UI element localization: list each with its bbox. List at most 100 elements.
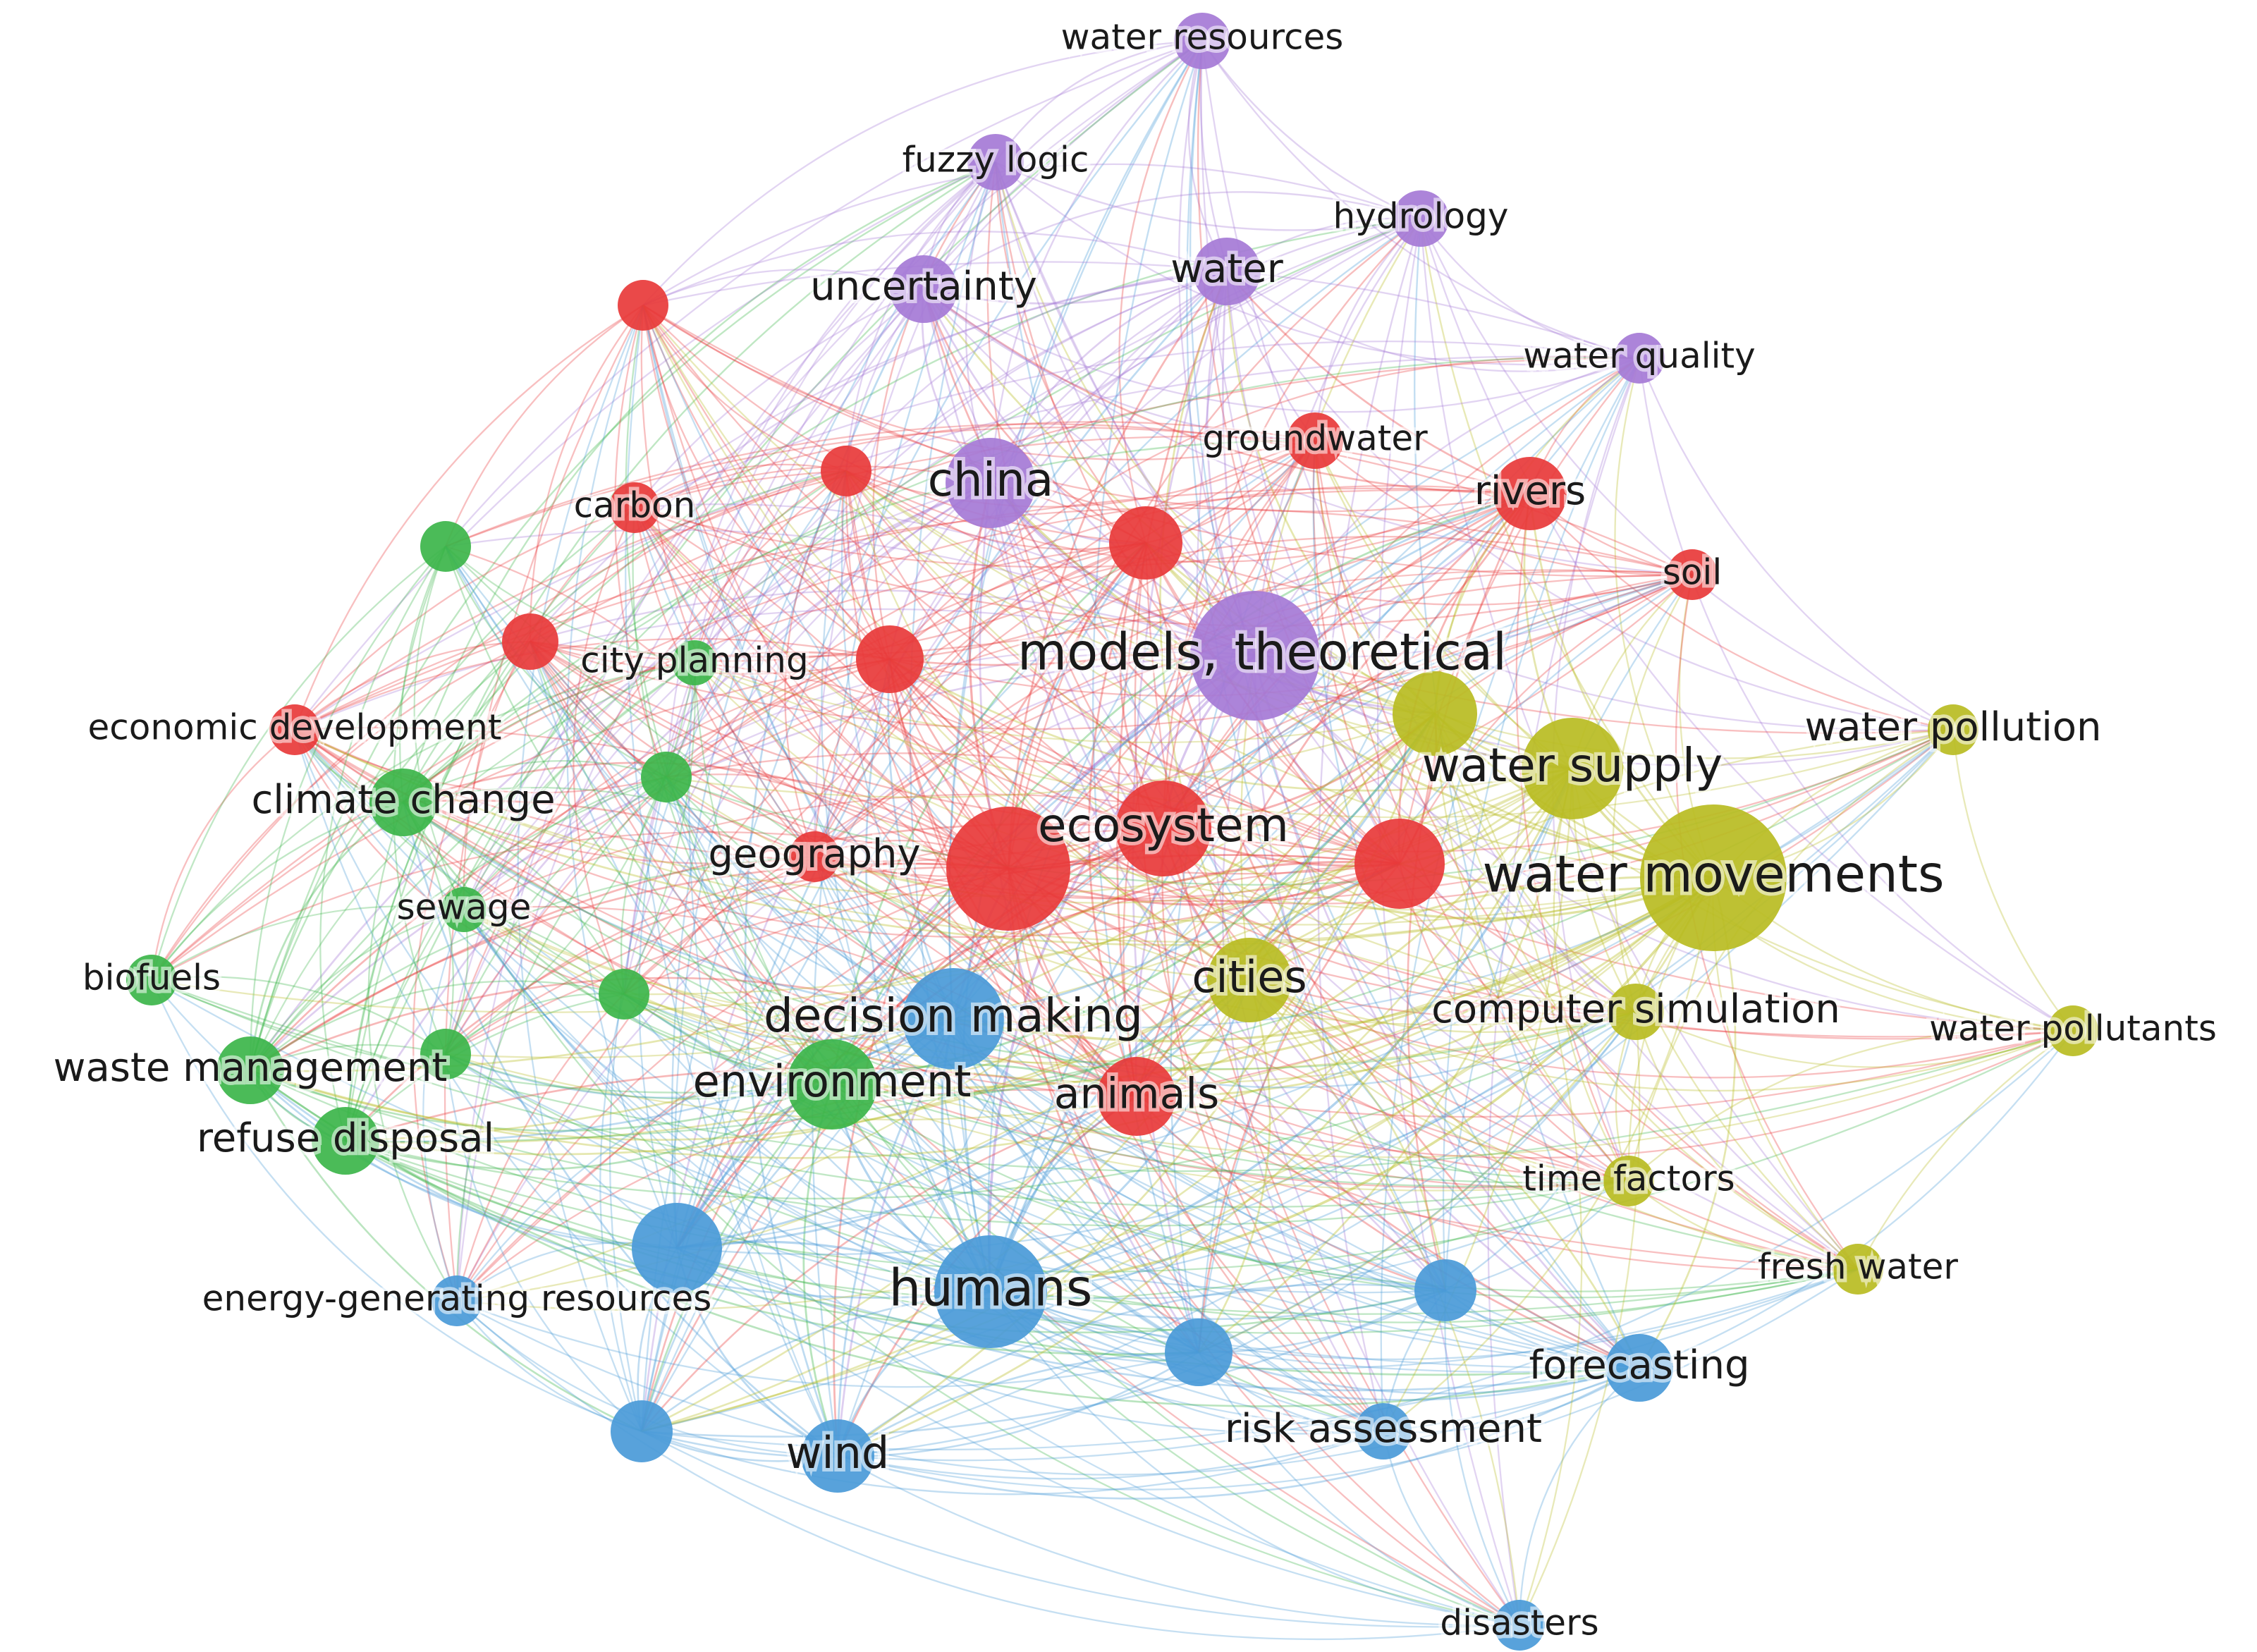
node-water-pollutants[interactable] — [2048, 1005, 2098, 1056]
node-water[interactable] — [1193, 238, 1261, 305]
node-groundwater[interactable] — [1287, 412, 1343, 469]
label-sewage[interactable]: sewage — [393, 883, 535, 931]
label-water-pollution[interactable]: water pollution — [1801, 701, 2105, 754]
node-wind[interactable] — [801, 1419, 874, 1493]
node-humans[interactable] — [934, 1235, 1047, 1348]
node-disasters[interactable] — [1494, 1600, 1545, 1651]
node-city-planning[interactable] — [672, 640, 717, 685]
node-green-unlabeled-4[interactable] — [420, 1029, 471, 1079]
label-geography[interactable]: geography — [704, 828, 924, 881]
node-water-pollution[interactable] — [1928, 704, 1978, 755]
node-red-unlabeled-1[interactable] — [618, 280, 668, 331]
node-red-unlabeled-3[interactable] — [1109, 506, 1182, 580]
node-red-unlabeled-2[interactable] — [821, 446, 871, 496]
node-economic-development[interactable] — [269, 704, 320, 755]
label-ecosystem[interactable]: ecosystem — [1034, 795, 1292, 856]
node-green-unlabeled-3[interactable] — [599, 969, 649, 1020]
edge-hydrology--geography — [813, 217, 1421, 857]
node-biofuels[interactable] — [126, 955, 177, 1005]
edge-humans--forecasting — [990, 1290, 1640, 1401]
label-environment[interactable]: environment — [690, 1052, 975, 1110]
node-geography[interactable] — [789, 831, 840, 882]
node-forecasting[interactable] — [1605, 1334, 1673, 1402]
node-soil[interactable] — [1667, 549, 1718, 600]
label-hydrology[interactable]: hydrology — [1330, 192, 1512, 240]
node-red-unlabeled-7[interactable] — [1354, 819, 1445, 909]
edge-red-unlabeled-3--geography — [813, 542, 1146, 857]
node-decision-making[interactable] — [903, 968, 1004, 1070]
node-hydrology[interactable] — [1393, 190, 1449, 247]
node-sewage[interactable] — [441, 887, 487, 932]
label-city-planning[interactable]: city planning — [577, 637, 812, 685]
node-computer-simulation[interactable] — [1608, 984, 1664, 1040]
label-water-movements[interactable]: water movements — [1479, 841, 1948, 907]
node-climate-change[interactable] — [369, 769, 437, 836]
label-wind[interactable]: wind — [783, 1424, 893, 1482]
edge-red-unlabeled-2--cities — [845, 470, 1250, 981]
node-blue-unlabeled-3[interactable] — [1165, 1318, 1233, 1386]
label-water-quality[interactable]: water quality — [1519, 332, 1758, 380]
node-red-unlabeled-6[interactable] — [946, 807, 1070, 931]
label-economic-development[interactable]: economic development — [85, 704, 506, 752]
node-carbon[interactable] — [609, 482, 660, 533]
label-water[interactable]: water — [1167, 243, 1287, 295]
label-humans[interactable]: humans — [886, 1255, 1096, 1321]
label-fuzzy-logic[interactable]: fuzzy logic — [899, 136, 1093, 184]
label-decision-making[interactable]: decision making — [760, 985, 1146, 1046]
node-red-unlabeled-4[interactable] — [502, 613, 558, 670]
label-refuse-disposal[interactable]: refuse disposal — [193, 1112, 498, 1165]
edge-models-theoretical--red-unlabeled-4 — [530, 589, 1256, 657]
node-blue-unlabeled-2[interactable] — [611, 1400, 673, 1462]
label-waste-management[interactable]: waste management — [50, 1041, 451, 1094]
node-fresh-water[interactable] — [1833, 1244, 1883, 1295]
node-ecosystem[interactable] — [1115, 781, 1211, 876]
label-rivers[interactable]: rivers — [1471, 465, 1589, 518]
label-time-factors[interactable]: time factors — [1519, 1155, 1738, 1203]
edge-groundwater--yellow-unlabeled-1 — [1314, 440, 1436, 714]
node-blue-unlabeled-1[interactable] — [632, 1203, 722, 1293]
label-risk-assessment[interactable]: risk assessment — [1221, 1402, 1546, 1455]
label-biofuels[interactable]: biofuels — [79, 954, 224, 1002]
node-uncertainty[interactable] — [890, 255, 958, 323]
label-energy-generating-resources[interactable]: energy-generating resources — [199, 1275, 716, 1323]
node-energy-generating-resources[interactable] — [432, 1275, 482, 1326]
label-soil[interactable]: soil — [1659, 549, 1725, 596]
edge-green-unlabeled-4--biofuels — [151, 976, 446, 1055]
node-fuzzy-logic[interactable] — [967, 134, 1024, 190]
node-water-supply[interactable] — [1522, 718, 1623, 819]
node-risk-assessment[interactable] — [1355, 1403, 1412, 1460]
label-fresh-water[interactable]: fresh water — [1754, 1243, 1962, 1291]
label-china[interactable]: china — [924, 449, 1058, 510]
node-yellow-unlabeled-1[interactable] — [1393, 671, 1477, 756]
label-animals[interactable]: animals — [1051, 1066, 1223, 1122]
node-models-theoretical[interactable] — [1190, 591, 1320, 721]
label-forecasting[interactable]: forecasting — [1525, 1339, 1753, 1392]
node-refuse-disposal[interactable] — [312, 1107, 379, 1175]
label-water-pollutants[interactable]: water pollutants — [1926, 1005, 2220, 1053]
label-models-theoretical[interactable]: models, theoretical — [1014, 619, 1510, 685]
label-climate-change[interactable]: climate change — [247, 773, 558, 826]
label-carbon[interactable]: carbon — [570, 482, 699, 530]
label-computer-simulation[interactable]: computer simulation — [1428, 983, 1844, 1036]
node-environment[interactable] — [787, 1039, 877, 1130]
label-cities[interactable]: cities — [1188, 948, 1310, 1006]
node-waste-management[interactable] — [216, 1036, 284, 1104]
node-green-unlabeled-1[interactable] — [420, 521, 471, 572]
label-water-supply[interactable]: water supply — [1419, 735, 1726, 796]
node-blue-unlabeled-4[interactable] — [1414, 1259, 1476, 1321]
node-red-unlabeled-5[interactable] — [856, 625, 924, 693]
node-green-unlabeled-2[interactable] — [641, 752, 692, 802]
node-animals[interactable] — [1097, 1057, 1176, 1136]
label-uncertainty[interactable]: uncertainty — [807, 260, 1041, 313]
node-water-movements[interactable] — [1640, 804, 1787, 951]
node-china[interactable] — [946, 438, 1036, 528]
node-water-resources[interactable] — [1174, 13, 1230, 69]
label-water-resources[interactable]: water resources — [1058, 13, 1347, 61]
node-cities[interactable] — [1207, 938, 1292, 1022]
edge-blue-unlabeled-4--disasters — [1444, 1290, 1521, 1626]
label-groundwater[interactable]: groundwater — [1199, 415, 1431, 463]
node-rivers[interactable] — [1493, 457, 1567, 530]
label-disasters[interactable]: disasters — [1436, 1599, 1602, 1647]
node-time-factors[interactable] — [1603, 1156, 1654, 1206]
node-water-quality[interactable] — [1614, 333, 1665, 384]
